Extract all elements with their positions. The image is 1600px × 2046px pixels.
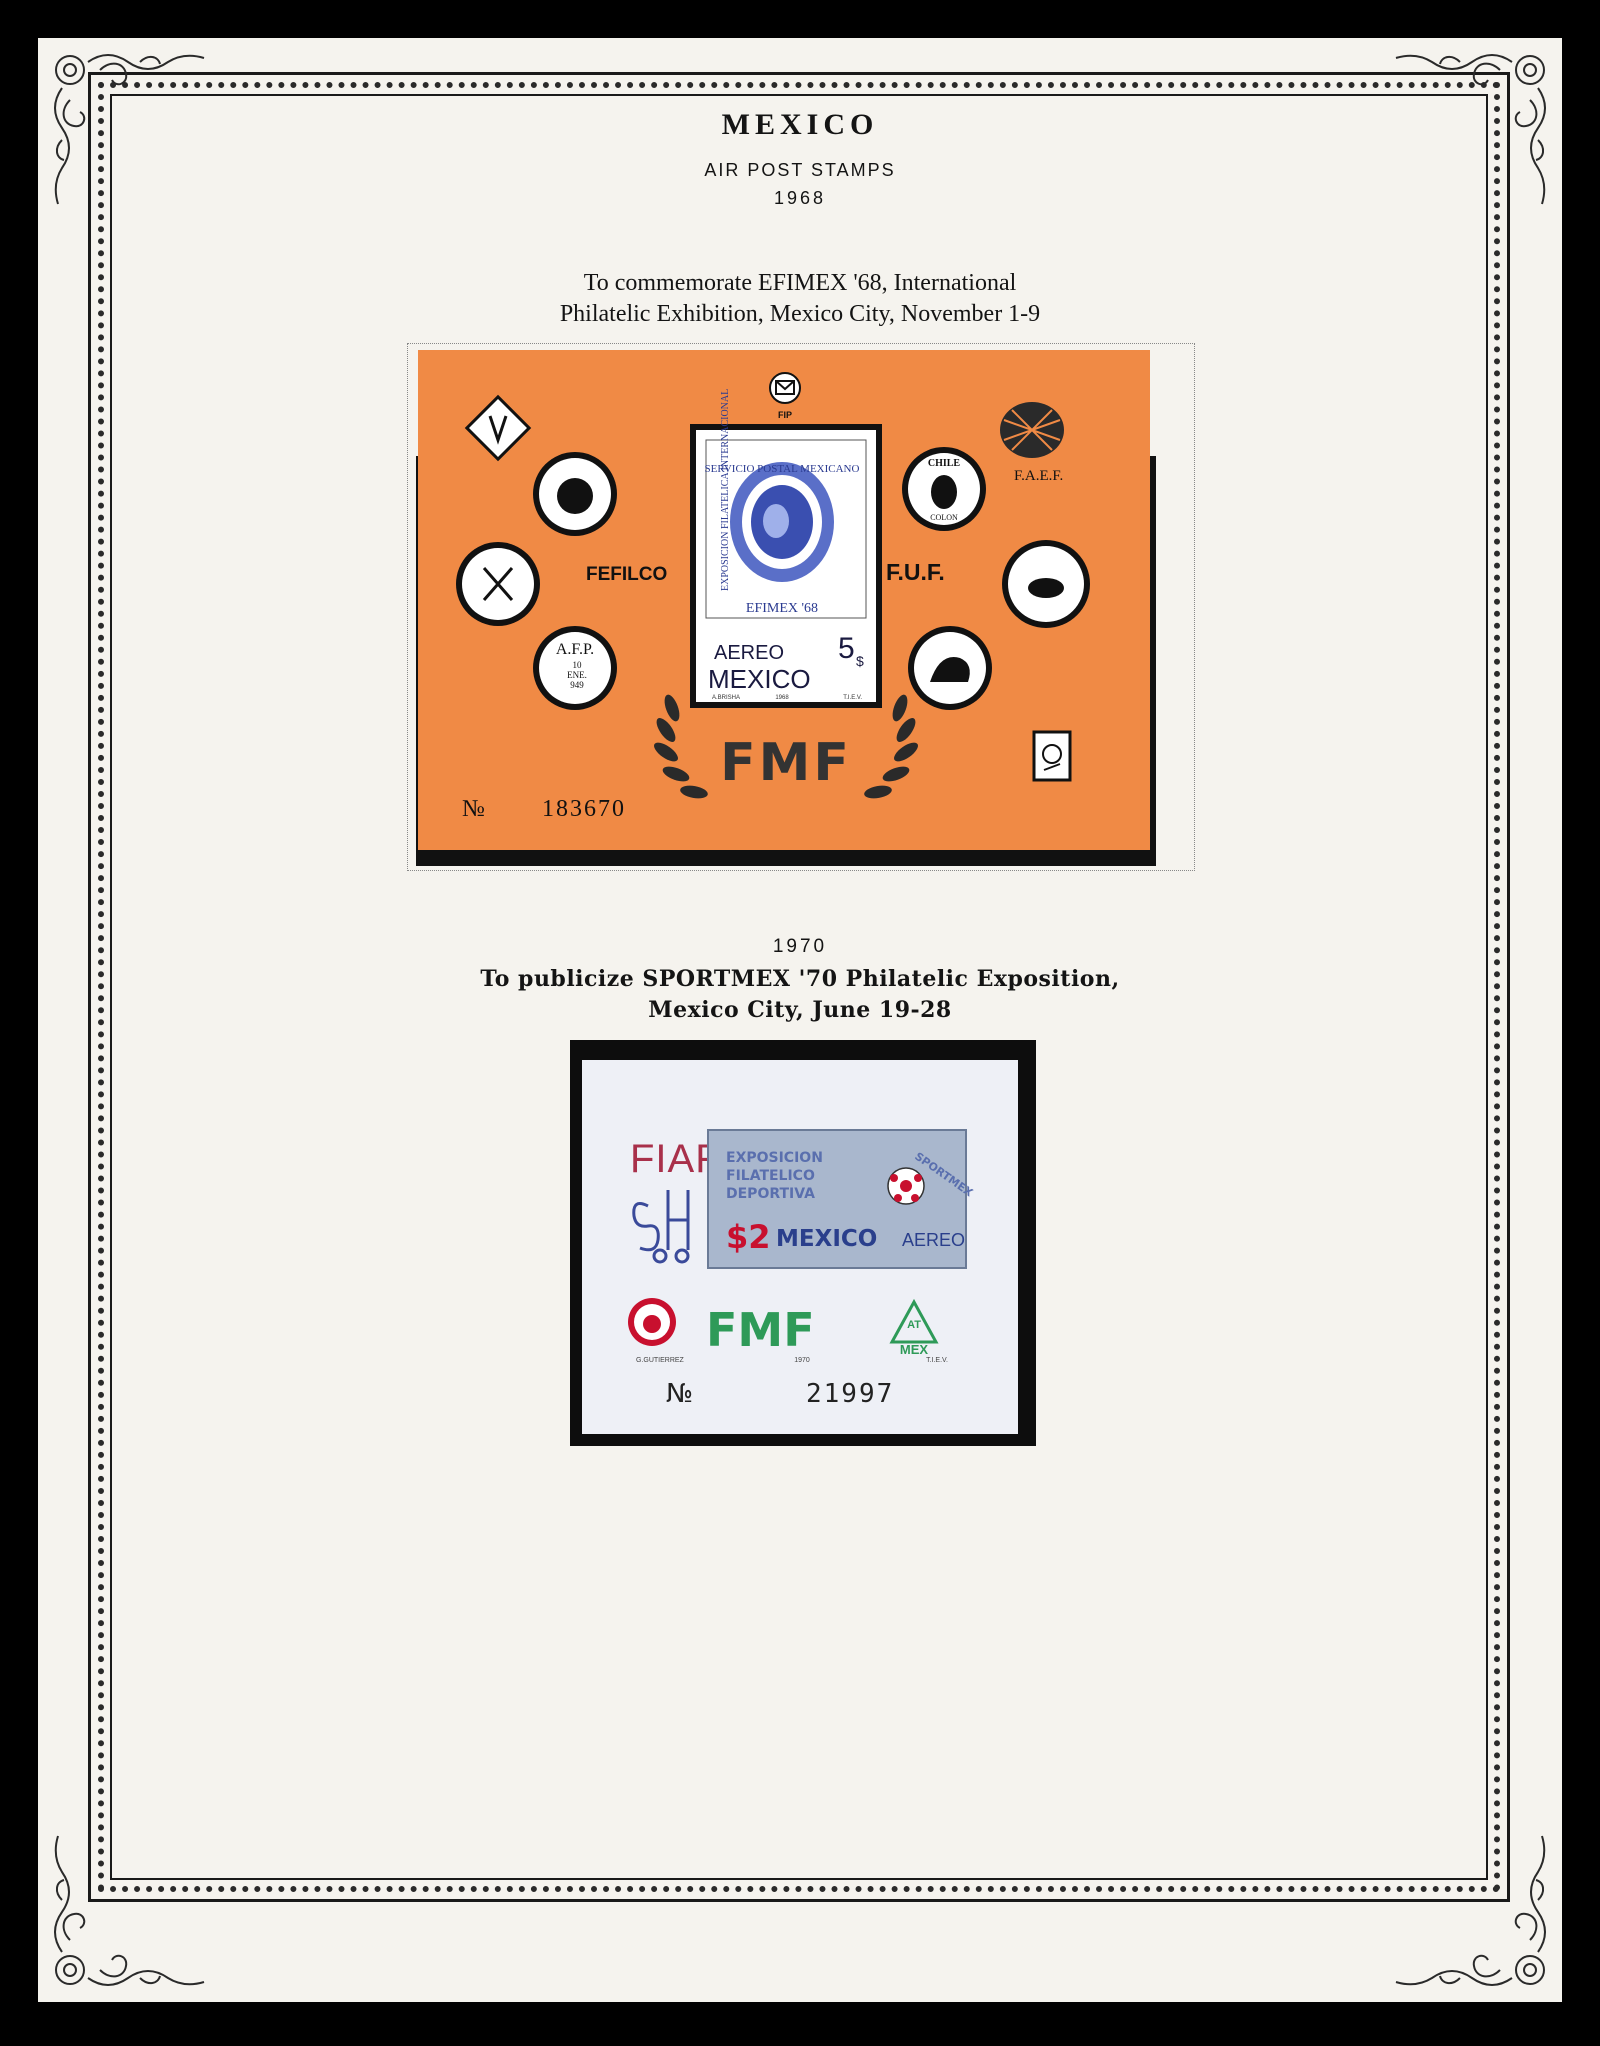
svg-text:COLON: COLON	[930, 513, 958, 522]
emblem-sh	[632, 1190, 690, 1264]
caption-1970-line-2: Mexico City, June 19-28	[648, 997, 952, 1023]
emblem-afp: A.F.P. 10 ENE. 949	[533, 626, 617, 710]
control-number-prefix-1970: №	[666, 1379, 693, 1409]
label-fuf: F.U.F.	[886, 559, 945, 585]
year-heading-1968: 1968	[773, 188, 827, 208]
souvenir-sheet-1970: FIAF EXPOSICION FILATELICO DEPORTIVA SPO…	[570, 1040, 1036, 1446]
corner-flourish-top-right	[1395, 54, 1546, 205]
stamp-efimex-68: SERVICIO POSTAL MEXICANO EXPOSICION FILA…	[690, 389, 882, 708]
stamp-sportmex-70: EXPOSICION FILATELICO DEPORTIVA SPORTMEX…	[707, 1129, 976, 1269]
laurel-wreath	[654, 694, 918, 799]
printer-credit-1970: T.I.E.V.	[926, 1357, 948, 1364]
sheet-year-1970: 1970	[794, 1357, 810, 1364]
caption-1970: To publicize SPORTMEX '70 Philatelic Exp…	[0, 964, 1600, 1026]
section-title: AIR POST STAMPS	[704, 160, 896, 180]
svg-text:EXPOSICION FILATELICA INTERNAC: EXPOSICION FILATELICA INTERNACIONAL	[720, 389, 731, 591]
label-fefilco: FEFILCO	[586, 564, 667, 585]
page-title: MEXICO	[721, 108, 879, 141]
emblem-red-seal	[628, 1298, 676, 1346]
page-border-inner	[110, 94, 1488, 1880]
svg-text:F.A.E.F.: F.A.E.F.	[1014, 468, 1063, 484]
corner-flourish-top-left	[54, 54, 205, 205]
corner-flourish-bottom-right	[1395, 1835, 1546, 1986]
control-number-prefix-1968: №	[462, 796, 485, 822]
svg-text:FMF: FMF	[706, 1303, 815, 1357]
emblem-small-stamp	[1032, 730, 1072, 782]
caption-1968-line-1: To commemorate EFIMEX '68, International	[583, 270, 1017, 296]
emblem-american-philatelic-society	[533, 452, 617, 536]
designer-credit-1970: G.GUTIERREZ	[636, 1357, 685, 1364]
svg-text:949: 949	[570, 680, 584, 690]
svg-text:AT: AT	[907, 1319, 921, 1331]
svg-text:A.BRISHA: A.BRISHA	[712, 695, 740, 701]
svg-text:A.F.P.: A.F.P.	[556, 641, 594, 658]
svg-text:EFIMEX '68: EFIMEX '68	[746, 601, 818, 616]
page-border-chain	[98, 82, 1500, 1892]
souvenir-sheet-1968: FIP SERVICIO POSTAL MEXICANO EXPOSICION …	[410, 346, 1192, 868]
svg-text:FILATELICO: FILATELICO	[726, 1168, 815, 1184]
fip-logo: FIP	[769, 372, 801, 420]
caption-1968-line-2: Philatelic Exhibition, Mexico City, Nove…	[559, 301, 1041, 327]
stamp-mount-1968	[407, 343, 1195, 871]
emblem-diamond	[464, 394, 532, 462]
svg-text:AEREO: AEREO	[714, 642, 784, 664]
svg-text:EXPOSICION: EXPOSICION	[726, 1150, 823, 1166]
svg-text:T.I.E.V.: T.I.E.V.	[843, 695, 862, 701]
page-border-outer	[88, 72, 1510, 1902]
svg-text:ENE.: ENE.	[567, 670, 587, 680]
control-number-1970: 21997	[806, 1379, 894, 1409]
svg-text:$2: $2	[726, 1218, 771, 1256]
svg-text:5: 5	[838, 632, 855, 665]
svg-text:10: 10	[573, 660, 583, 670]
emblem-chile-colon: CHILE COLON	[902, 447, 986, 531]
svg-text:MEXICO: MEXICO	[708, 664, 811, 694]
svg-text:SERVICIO POSTAL MEXICANO: SERVICIO POSTAL MEXICANO	[705, 463, 860, 475]
svg-text:1968: 1968	[775, 695, 789, 701]
svg-text:AEREO: AEREO	[902, 1230, 965, 1250]
svg-text:MEXICO: MEXICO	[776, 1226, 877, 1252]
control-number-1968: 183670	[542, 796, 626, 822]
caption-1968: To commemorate EFIMEX '68, International…	[0, 268, 1600, 330]
fmf-logo-1970: FMF	[706, 1303, 815, 1357]
emblem-amex: AT MEX	[889, 1298, 939, 1357]
svg-text:FIP: FIP	[778, 410, 792, 420]
emblem-skunk-seal	[908, 626, 992, 710]
emblem-royal-philatelic-society-canada	[1002, 540, 1090, 628]
corner-flourish-bottom-left	[54, 1835, 205, 1986]
caption-1970-line-1: To publicize SPORTMEX '70 Philatelic Exp…	[480, 966, 1120, 992]
fiaf-logo: FIAF	[630, 1137, 721, 1181]
emblem-asociacion-filatelica	[456, 542, 540, 626]
year-heading-1970: 1970	[772, 936, 828, 957]
svg-text:MEX: MEX	[900, 1342, 929, 1357]
fmf-logo-1968: FMF	[720, 733, 852, 793]
svg-text:$: $	[856, 653, 864, 669]
svg-text:DEPORTIVA: DEPORTIVA	[726, 1186, 815, 1202]
svg-text:CHILE: CHILE	[928, 458, 961, 469]
emblem-faef: F.A.E.F.	[1000, 402, 1064, 484]
